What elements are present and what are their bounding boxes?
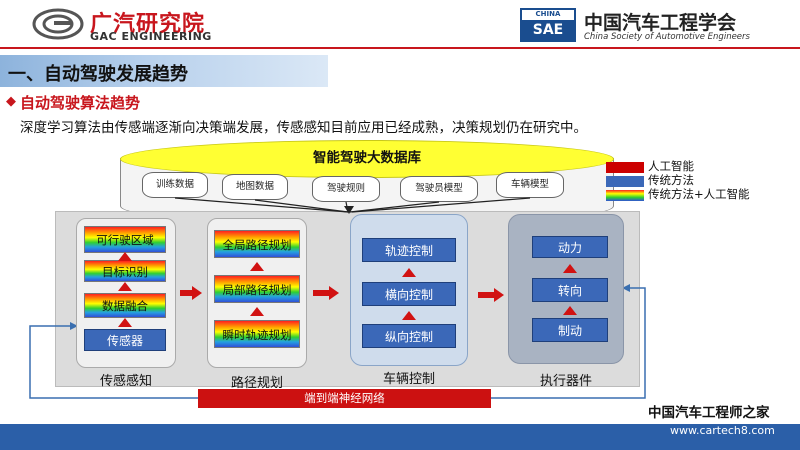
arrow-up-icon <box>118 252 132 261</box>
legend-swatch-hybrid <box>606 190 644 201</box>
arrow-up-icon <box>402 311 416 320</box>
arrow-up-icon <box>250 307 264 316</box>
gac-name-cn: 广汽研究院 <box>90 12 206 37</box>
section-title-bar <box>0 55 328 87</box>
description-text: 深度学习算法由传感端逐渐向决策端发展，传感感知目前应用已经成熟，决策规划仍在研究… <box>20 120 587 136</box>
box-longitudinal-control: 纵向控制 <box>362 324 456 348</box>
arrow-right-icon <box>192 286 202 300</box>
legend-label-ai: 人工智能 <box>648 159 694 173</box>
gac-name-en: GAC ENGINEERING <box>90 30 212 43</box>
label-vehicle-control: 车辆控制 <box>382 372 435 387</box>
box-braking: 制动 <box>532 318 608 342</box>
arrow-up-icon <box>118 318 132 327</box>
sae-badge-text: SAE <box>522 20 574 40</box>
box-global-path-planning: 全局路径规划 <box>214 230 300 258</box>
diamond-bullet-icon: ◆ <box>6 94 16 109</box>
arrow-right-stem <box>313 290 329 296</box>
header-divider <box>0 47 800 49</box>
arrow-up-icon <box>563 306 577 315</box>
label-actuators: 执行器件 <box>539 374 592 389</box>
arrow-up-icon <box>118 282 132 291</box>
label-perception: 传感感知 <box>99 374 152 389</box>
box-object-recognition: 目标识别 <box>84 260 166 282</box>
db-item-driver-model: 驾驶员模型 <box>400 176 478 202</box>
box-lateral-control: 横向控制 <box>362 282 456 306</box>
arrow-up-icon <box>250 262 264 271</box>
watermark-url: www.cartech8.com <box>670 424 775 437</box>
legend-label-hybrid: 传统方法+人工智能 <box>648 187 750 201</box>
arrow-up-icon <box>402 268 416 277</box>
subsection-title: 自动驾驶算法趋势 <box>20 94 141 112</box>
footer-bar <box>0 424 800 450</box>
sae-name-en: China Society of Automotive Engineers <box>584 32 750 42</box>
legend-label-traditional: 传统方法 <box>648 173 694 187</box>
end-to-end-network-bar: 端到端神经网络 <box>198 389 491 408</box>
legend-swatch-ai <box>606 162 644 173</box>
arrow-right-stem <box>478 292 494 298</box>
database-cylinder-top <box>120 140 614 178</box>
section-title: 一、自动驾驶发展趋势 <box>8 64 188 85</box>
label-planning: 路径规划 <box>230 376 283 391</box>
watermark-text: 中国汽车工程师之家 <box>648 405 770 421</box>
arrow-right-icon <box>494 288 504 302</box>
legend-swatch-traditional <box>606 176 644 187</box>
db-item-vehicle-model: 车辆模型 <box>496 172 564 198</box>
arrow-up-icon <box>563 264 577 273</box>
box-instant-trajectory-planning: 瞬时轨迹规划 <box>214 320 300 348</box>
box-trajectory-control: 轨迹控制 <box>362 238 456 262</box>
db-item-training-data: 训练数据 <box>142 172 208 198</box>
db-item-driving-rules: 驾驶规则 <box>312 176 380 202</box>
sae-name-cn: 中国汽车工程学会 <box>584 12 737 34</box>
box-steering: 转向 <box>532 278 608 302</box>
box-drivable-area: 可行驶区域 <box>84 226 166 253</box>
arrow-right-icon <box>329 286 339 300</box>
db-item-map-data: 地图数据 <box>222 174 288 200</box>
sae-badge <box>520 8 576 42</box>
box-power: 动力 <box>532 236 608 258</box>
arrow-right-stem <box>180 290 192 296</box>
box-local-path-planning: 局部路径规划 <box>214 275 300 303</box>
box-sensor: 传感器 <box>84 329 166 351</box>
gac-logo-icon <box>32 8 84 40</box>
box-data-fusion: 数据融合 <box>84 293 166 318</box>
database-title: 智能驾驶大数据库 <box>313 150 421 166</box>
sae-badge-top: CHINA <box>535 10 561 18</box>
